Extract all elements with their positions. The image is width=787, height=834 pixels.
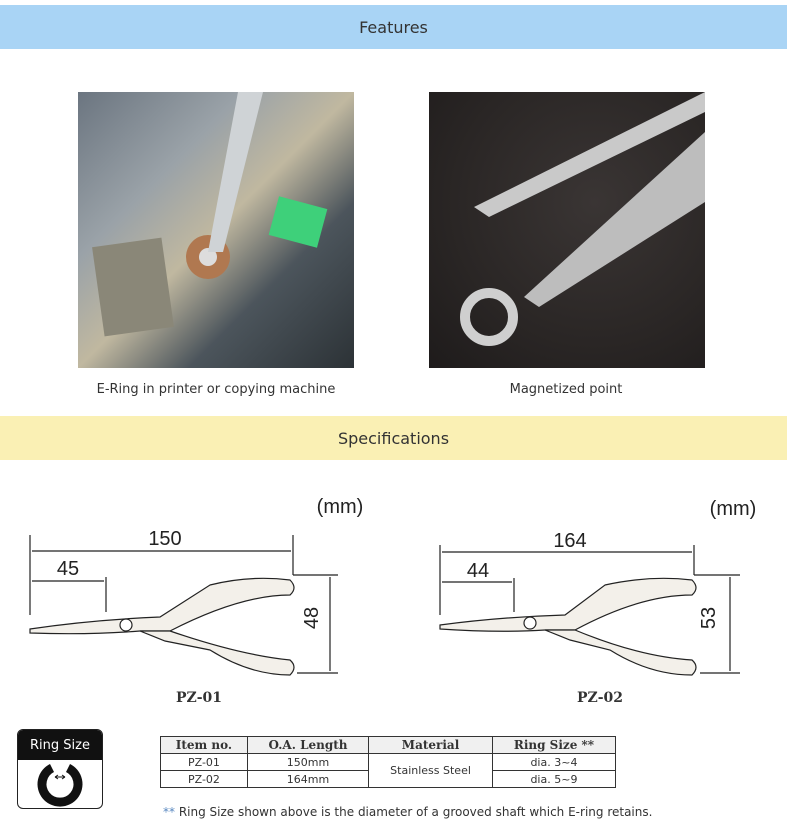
model-label: PZ-02 (577, 690, 624, 706)
table-cell: PZ-02 (160, 770, 248, 788)
magnetized-point-photo (429, 92, 705, 368)
table-header-row: Item no. O.A. Length Material Ring Size … (160, 736, 617, 754)
unit-label: (mm) (710, 498, 757, 520)
table-cell: 164mm (246, 770, 370, 788)
model-label: PZ-01 (176, 690, 223, 706)
photo-caption: E-Ring in printer or copying machine (96, 382, 336, 397)
pz02-dimension-drawing: 164 44 53 (mm) (439, 498, 757, 676)
tip-length-label: 44 (467, 560, 489, 582)
column-header: Material (368, 736, 493, 754)
photo-caption: Magnetized point (509, 382, 623, 397)
tip-length-label: 45 (57, 558, 79, 580)
note-text: Ring Size shown above is the diameter of… (178, 805, 653, 819)
table-cell: 150mm (246, 753, 370, 771)
height-label: 53 (698, 607, 720, 629)
note-marker: ** (163, 805, 175, 819)
features-title: Features (359, 17, 428, 37)
table-cell: PZ-01 (160, 753, 248, 771)
e-ring-icon (37, 763, 83, 807)
table-cell: dia. 3~4 (491, 753, 617, 771)
pz01-dimension-drawing: 150 45 48 (mm) (29, 496, 364, 676)
table-cell: Stainless Steel (368, 753, 493, 788)
table-row: PZ-02 164mm dia. 5~9 (160, 770, 617, 788)
length-label: 150 (148, 528, 181, 550)
spec-table: Item no. O.A. Length Material Ring Size … (160, 736, 617, 788)
column-header: O.A. Length (246, 736, 370, 754)
length-label: 164 (553, 530, 586, 552)
ring-size-note: ** Ring Size shown above is the diameter… (163, 805, 652, 819)
ring-size-badge-label: Ring Size (18, 730, 102, 760)
specifications-header: Specifications (0, 416, 787, 460)
features-header: Features (0, 5, 787, 49)
ring-size-badge: Ring Size (17, 729, 103, 809)
column-header: Ring Size ** (491, 736, 617, 754)
unit-label: (mm) (317, 496, 364, 518)
column-header: Item no. (160, 736, 248, 754)
printer-e-ring-photo (78, 92, 354, 368)
specifications-title: Specifications (337, 428, 450, 448)
table-cell: dia. 5~9 (491, 770, 617, 788)
height-label: 48 (301, 607, 323, 629)
table-row: PZ-01 150mm Stainless Steel dia. 3~4 (160, 753, 617, 788)
